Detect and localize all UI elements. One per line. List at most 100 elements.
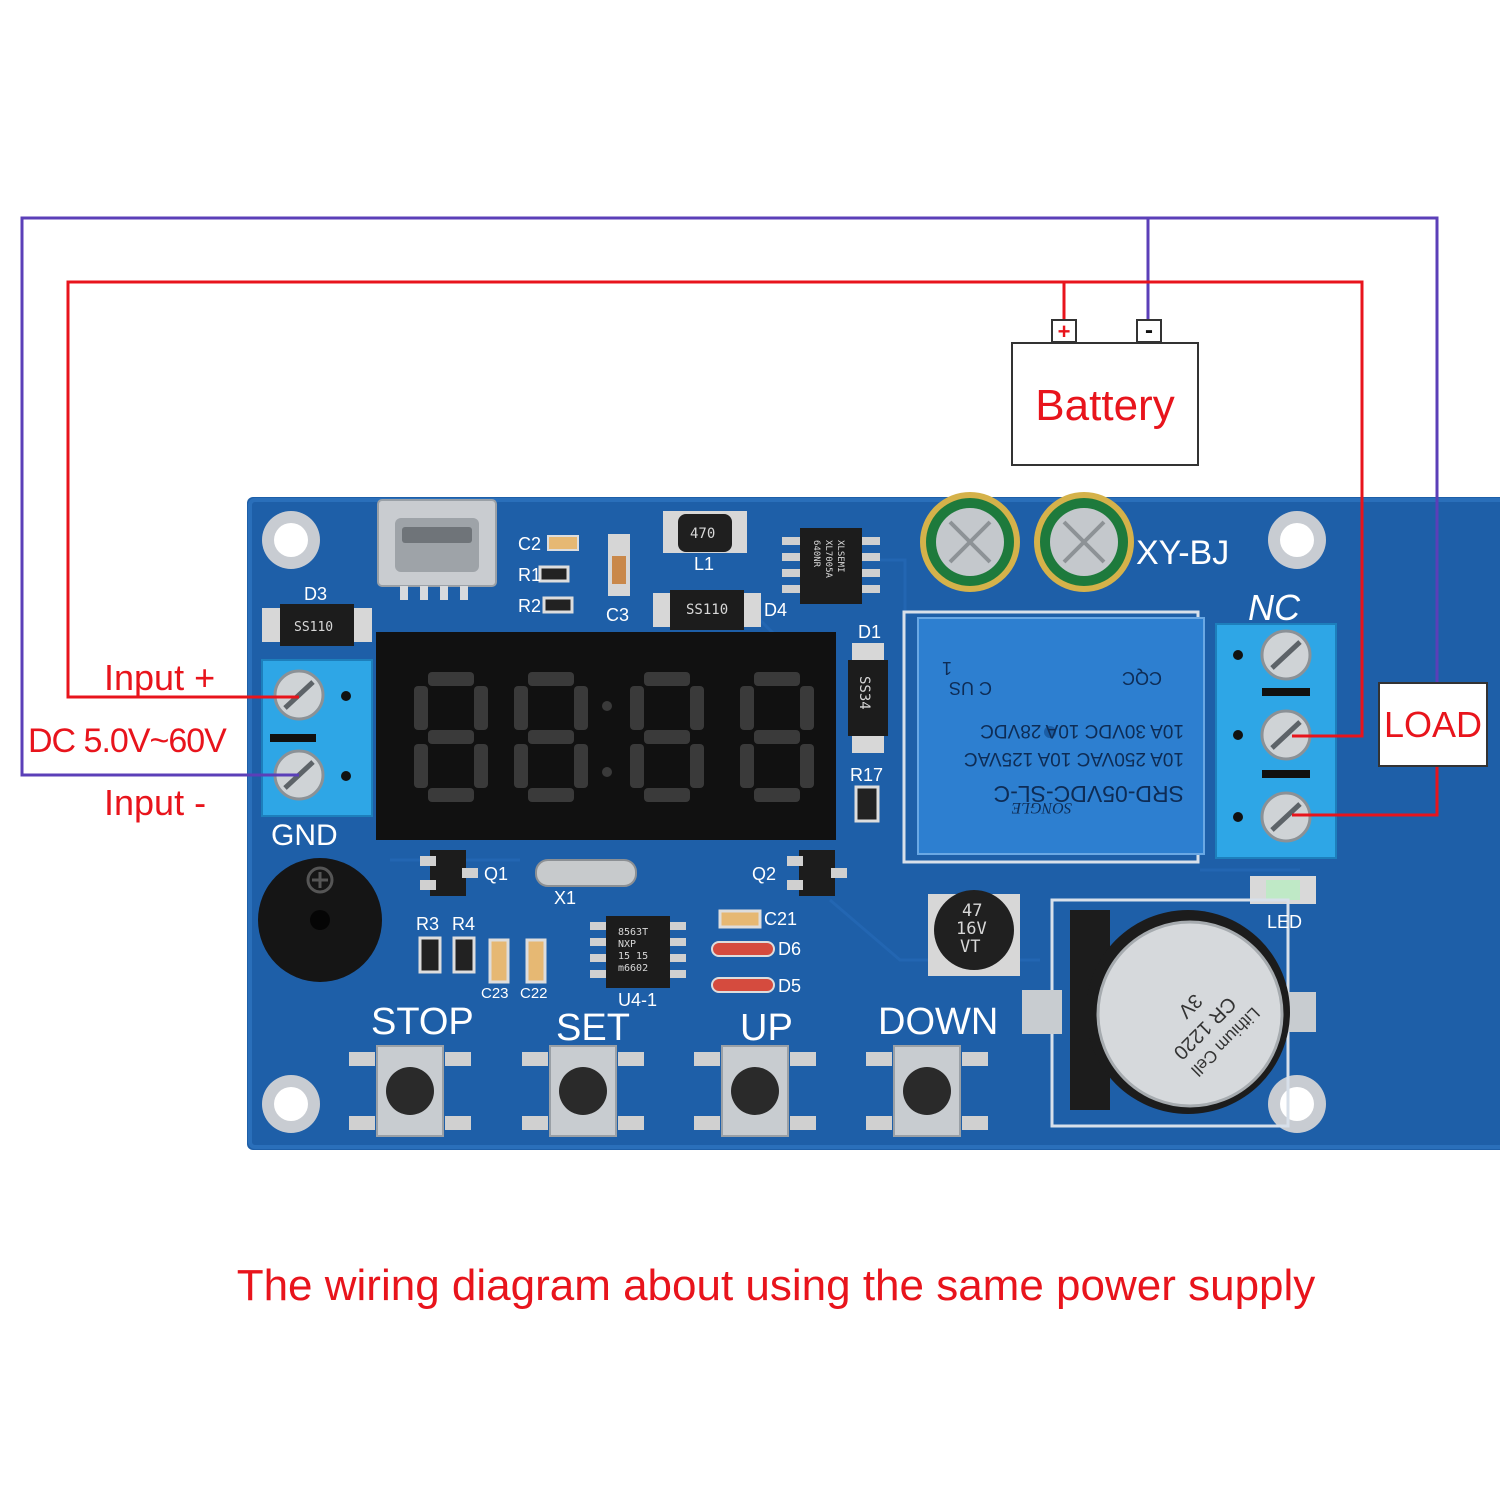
ic-line1: XLSEMI	[835, 540, 845, 573]
display-segment	[690, 686, 704, 730]
d4-chip: SS110	[686, 602, 728, 618]
r2-label: R2	[518, 596, 541, 616]
relay-cert-num: 1	[942, 658, 952, 678]
ic-line3: 640NR	[811, 540, 821, 568]
relay-cert-right: CQC	[1122, 668, 1162, 688]
display-segment	[644, 730, 690, 744]
relay-model: SRD-05VDC-SL-C	[994, 781, 1184, 807]
positive-wire-top	[66, 280, 1364, 738]
display-segment	[428, 672, 474, 686]
input-plus-label: Input +	[104, 657, 215, 698]
load-to-terminal-wire	[1292, 766, 1439, 817]
display-segment	[754, 672, 800, 686]
c23-label: C23	[481, 985, 509, 1002]
c21-label: C21	[764, 909, 797, 929]
relay	[902, 610, 1205, 864]
display-segment	[474, 744, 488, 788]
mounting-holes	[262, 511, 1326, 1133]
r4-label: R4	[452, 914, 475, 934]
coin-cell-holder	[1022, 898, 1316, 1128]
relay-label-group: SRD-05VDC-SL-C 10A 250VAC 10A 125VAC 10A…	[942, 658, 1184, 807]
relay-line1: 10A 250VAC 10A 125VAC	[964, 748, 1184, 769]
load: LOAD	[1378, 682, 1488, 767]
d3-label: D3	[304, 584, 327, 604]
stop-button[interactable]	[345, 1045, 475, 1137]
load-label: LOAD	[1384, 704, 1482, 745]
d1-diode	[848, 643, 888, 753]
d4-label: D4	[764, 600, 787, 620]
electrolytic-capacitors	[920, 492, 1134, 592]
x1-label: X1	[554, 888, 576, 908]
display-segment	[800, 744, 814, 788]
set-button[interactable]	[522, 1045, 644, 1137]
battery-minus-sign: -	[1145, 317, 1153, 344]
input-voltage-label: DC 5.0V~60V	[28, 722, 227, 760]
nc-label: NC	[1248, 587, 1301, 628]
display-segment	[574, 744, 588, 788]
battery-minus-terminal	[1136, 319, 1162, 343]
output-terminal-block	[1215, 623, 1337, 859]
down-button[interactable]	[866, 1045, 988, 1137]
display-segment	[528, 788, 574, 802]
display-segment	[644, 788, 690, 802]
display-segment	[428, 788, 474, 802]
u4-line4: m6602	[618, 963, 648, 974]
q1-label: Q1	[484, 864, 508, 884]
r17-resistor	[854, 785, 880, 823]
input-minus-label: Input -	[104, 782, 206, 823]
display-segment	[474, 686, 488, 730]
d1-label: D1	[858, 622, 881, 642]
relay-cert-left: C US	[949, 678, 992, 698]
d3-chip: SS110	[294, 620, 333, 635]
relay-line2: 10A 30VDC 10A 28VDC	[980, 720, 1184, 741]
battery: + - Battery	[1011, 317, 1199, 466]
up-button[interactable]	[694, 1045, 816, 1137]
display-segment	[740, 686, 754, 730]
smd-middle	[418, 850, 1020, 993]
set-label: SET	[556, 1007, 630, 1049]
q2-label: Q2	[752, 864, 776, 884]
display-segment	[574, 686, 588, 730]
caption: The wiring diagram about using the same …	[237, 1261, 1316, 1310]
d3-diode	[262, 604, 372, 646]
c22-label: C22	[520, 985, 548, 1002]
display-segment	[690, 744, 704, 788]
battery-label: Battery	[1035, 381, 1174, 430]
display-segment	[740, 744, 754, 788]
led-label: LED	[1267, 912, 1302, 932]
display-segment	[514, 686, 528, 730]
display-segment	[754, 730, 800, 744]
l1-label: L1	[694, 554, 714, 574]
u4-line3: 15 15	[618, 951, 648, 962]
u4-label: U4-1	[618, 990, 657, 1010]
model-label: XY-BJ	[1136, 534, 1229, 572]
buttons-row	[345, 1045, 988, 1137]
c3-label: C3	[606, 605, 629, 625]
r1-label: R1	[518, 565, 541, 585]
wires	[20, 216, 1439, 817]
r17-label: R17	[850, 765, 883, 785]
l1-chip: 470	[690, 526, 715, 542]
display-segment	[754, 788, 800, 802]
u4-line2: NXP	[618, 939, 636, 950]
display-segment	[428, 730, 474, 744]
display-segment	[414, 686, 428, 730]
d6-label: D6	[778, 939, 801, 959]
cap-line2: 16V	[956, 919, 987, 939]
d5-label: D5	[778, 976, 801, 996]
buzzer	[258, 858, 382, 982]
usb-connector	[377, 499, 497, 600]
cap-line3: VT	[960, 937, 980, 957]
battery-plus-terminal	[1051, 319, 1077, 343]
gnd-label: GND	[271, 819, 338, 852]
down-label: DOWN	[878, 1001, 998, 1043]
up-label: UP	[740, 1007, 793, 1049]
silkscreen-labels: XY-BJ NC GND LED D3 SS110 C2 R1 R2 C3 L1…	[271, 526, 1302, 1080]
stop-label: STOP	[371, 1001, 474, 1043]
relay-brand: SONGLE	[1011, 799, 1072, 816]
input-terminal-block	[261, 659, 373, 817]
display-segment	[644, 672, 690, 686]
display-segment	[528, 730, 574, 744]
r3-label: R3	[416, 914, 439, 934]
smd-top	[538, 511, 880, 630]
